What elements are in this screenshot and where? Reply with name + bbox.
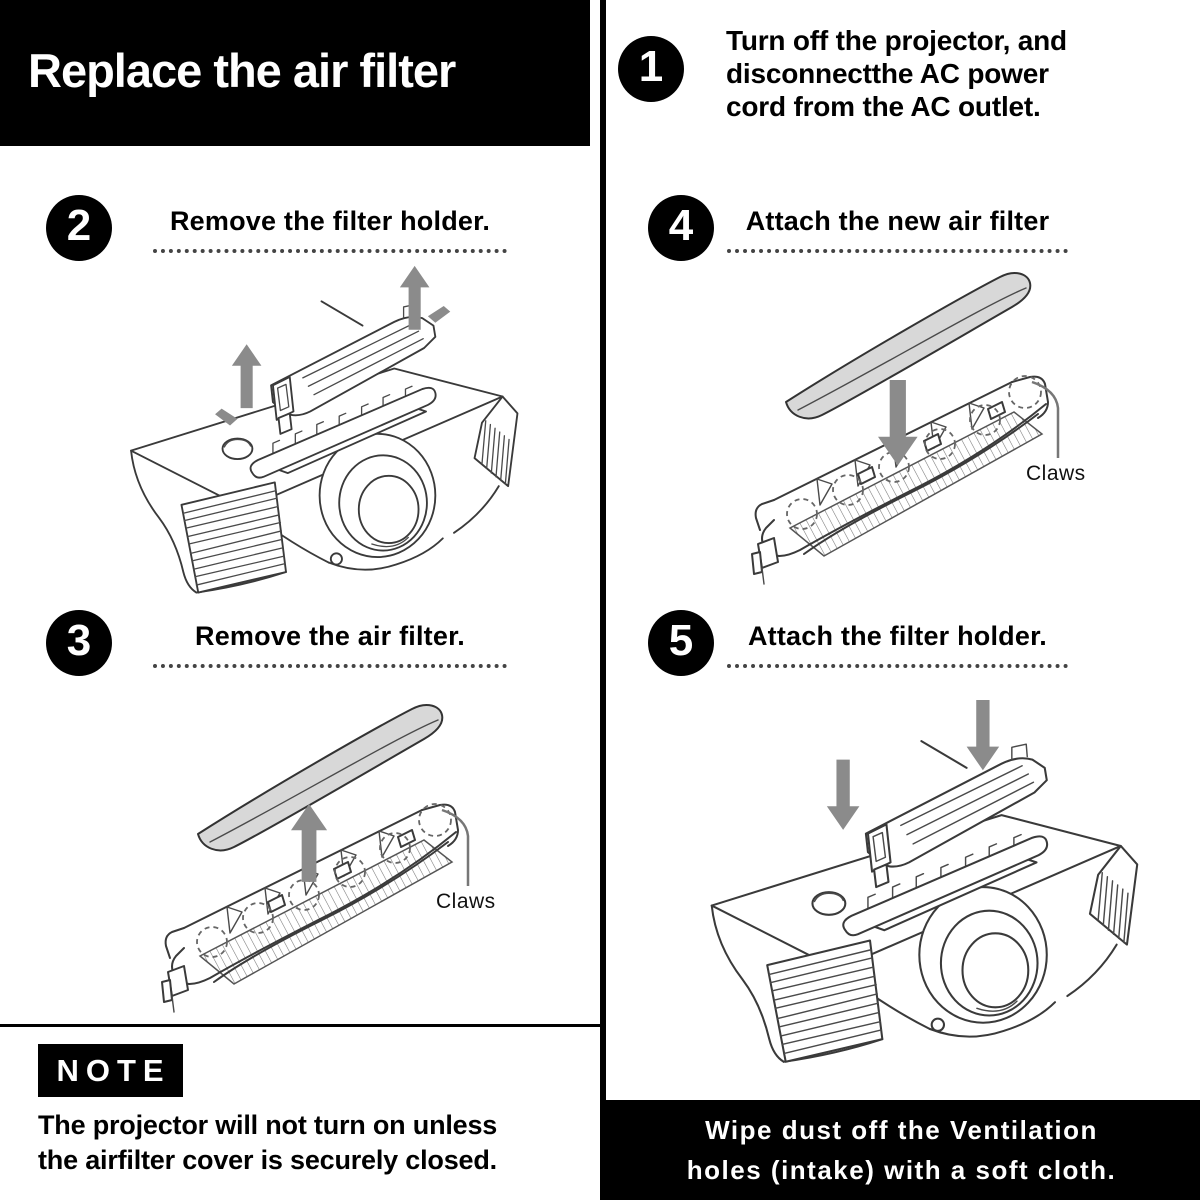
claws-callout: Claws [1026,462,1086,485]
step-3-title: Remove the air filter. [153,621,507,668]
step-3-illustration: Claws [150,690,600,1026]
step-5-badge: 5 [648,610,714,676]
note-box: NOTE [38,1044,183,1097]
projector-drawing [130,300,519,594]
claws-callout: Claws [436,890,496,913]
up-arrow-icon [215,344,262,426]
page-title: Replace the air filter [28,43,456,97]
step-1-text: Turn off the projector, and disconnectth… [726,24,1166,123]
step-2-title: Remove the filter holder. [153,206,507,253]
up-arrow-icon [399,265,451,330]
footer-line: holes (intake) with a soft cloth. [686,1155,1117,1185]
horizontal-divider [0,1024,603,1027]
air-filter-drawing [785,271,1032,420]
note-label: NOTE [56,1052,171,1088]
footer-line: Wipe dust off the Ventilation [705,1115,1098,1145]
step-5-title: Attach the filter holder. [727,621,1068,668]
note-line: The projector will not turn on unless [38,1110,498,1140]
step-2-illustration [122,264,562,600]
note-line: the airfilter cover is securely closed. [38,1145,497,1175]
down-arrow-icon [878,380,918,466]
step-1-badge: 1 [618,36,684,102]
down-arrow-icon [826,759,860,830]
projector-drawing [710,740,1139,1063]
up-arrow-icon [291,804,328,882]
footer-banner: Wipe dust off the Ventilation holes (int… [603,1100,1200,1200]
step-5-illustration [703,700,1185,1070]
step-3-number: 3 [66,616,92,665]
step-4-number: 4 [668,201,694,250]
vertical-divider [600,0,606,1200]
step-4-title: Attach the new air filter [727,206,1068,253]
note-text: The projector will not turn on unless th… [38,1108,578,1178]
step-2-badge: 2 [46,195,112,261]
page-title-banner: Replace the air filter [0,0,590,146]
step-1-number: 1 [638,42,664,91]
step-5-number: 5 [668,616,694,665]
step-3-badge: 3 [46,610,112,676]
step-4-illustration: Claws [740,262,1190,598]
step-4-badge: 4 [648,195,714,261]
down-arrow-icon [966,700,1000,771]
step-1-line: Turn off the projector, and [726,25,1067,56]
step-1-line: cord from the AC outlet. [726,91,1041,122]
step-2-number: 2 [66,201,92,250]
step-1-line: disconnectthe AC power [726,58,1049,89]
